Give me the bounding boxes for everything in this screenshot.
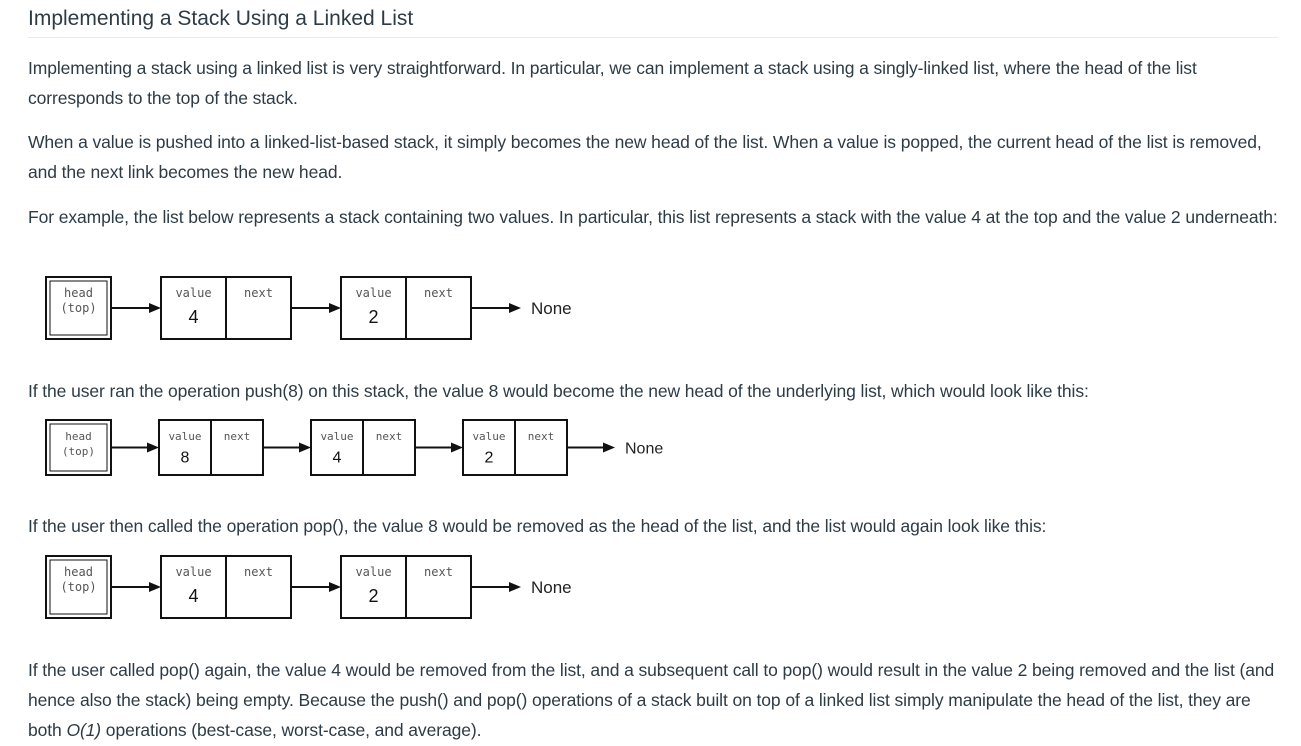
head-label: head	[65, 430, 92, 443]
paragraph-example: For example, the list below represents a…	[28, 207, 1278, 227]
pointer-arrow	[291, 303, 341, 313]
none-terminal-label: None	[625, 441, 663, 458]
complexity-text-before: If the user called pop() again, the valu…	[28, 660, 1275, 740]
value-label: value	[320, 430, 353, 443]
node-value: 8	[181, 450, 190, 467]
value-label: value	[168, 430, 201, 443]
top-label: (top)	[62, 445, 95, 458]
head-box: head (top)	[45, 419, 112, 476]
value-label: value	[472, 430, 505, 443]
none-terminal-label: None	[531, 578, 572, 597]
list-node: value 4 next	[160, 555, 292, 619]
pointer-arrow	[111, 582, 161, 592]
paragraph-complexity: If the user called pop() again, the valu…	[28, 655, 1278, 745]
node-value: 4	[188, 586, 198, 606]
head-box: head(top)	[45, 555, 112, 619]
list-node: value 4 next	[310, 419, 416, 476]
paragraph-push-operation: If the user ran the operation push(8) on…	[28, 381, 1089, 401]
value-label: value	[355, 286, 391, 300]
list-node: value 2 next	[340, 276, 472, 340]
terminal-arrow	[471, 303, 521, 313]
list-node: value 2 next	[340, 555, 472, 619]
next-label: next	[424, 565, 453, 579]
pointer-arrow	[415, 442, 463, 453]
none-terminal-label: None	[531, 299, 572, 318]
next-label: next	[224, 430, 251, 443]
page-title: Implementing a Stack Using a Linked List	[28, 0, 1278, 38]
value-label: value	[355, 565, 391, 579]
content-page: Implementing a Stack Using a Linked List…	[28, 0, 1278, 740]
next-label: next	[376, 430, 403, 443]
complexity-notation: O(1)	[66, 720, 102, 740]
complexity-text-after: operations (best-case, worst-case, and a…	[101, 720, 482, 740]
pointer-arrow	[263, 442, 311, 453]
value-label: value	[175, 565, 211, 579]
next-label: next	[528, 430, 555, 443]
value-label: value	[175, 286, 211, 300]
head-box: head(top)	[45, 276, 112, 340]
terminal-arrow	[567, 442, 615, 453]
head-label: head	[64, 565, 93, 579]
pointer-arrow	[111, 303, 161, 313]
next-label: next	[424, 286, 453, 300]
linked-list-diagram-after-push: head (top) value 8 next value 4 next value 2 nextN…	[45, 419, 663, 476]
next-label: next	[244, 565, 273, 579]
pointer-arrow	[111, 442, 159, 453]
pointer-arrow	[291, 582, 341, 592]
next-label: next	[244, 286, 273, 300]
paragraph-push-pop: When a value is pushed into a linked-lis…	[28, 132, 1262, 182]
node-value: 4	[188, 307, 198, 327]
node-value: 2	[368, 586, 378, 606]
list-node: value 8 next	[158, 419, 264, 476]
paragraph-intro: Implementing a stack using a linked list…	[28, 58, 1197, 108]
list-node: value 4 next	[160, 276, 292, 340]
list-node: value 2 next	[462, 419, 568, 476]
node-value: 4	[333, 450, 342, 467]
terminal-arrow	[471, 582, 521, 592]
head-label: head	[64, 286, 93, 300]
node-value: 2	[368, 307, 378, 327]
node-value: 2	[485, 450, 494, 467]
paragraph-pop-operation: If the user then called the operation po…	[28, 516, 1047, 536]
top-label: (top)	[60, 580, 96, 594]
top-label: (top)	[60, 301, 96, 315]
